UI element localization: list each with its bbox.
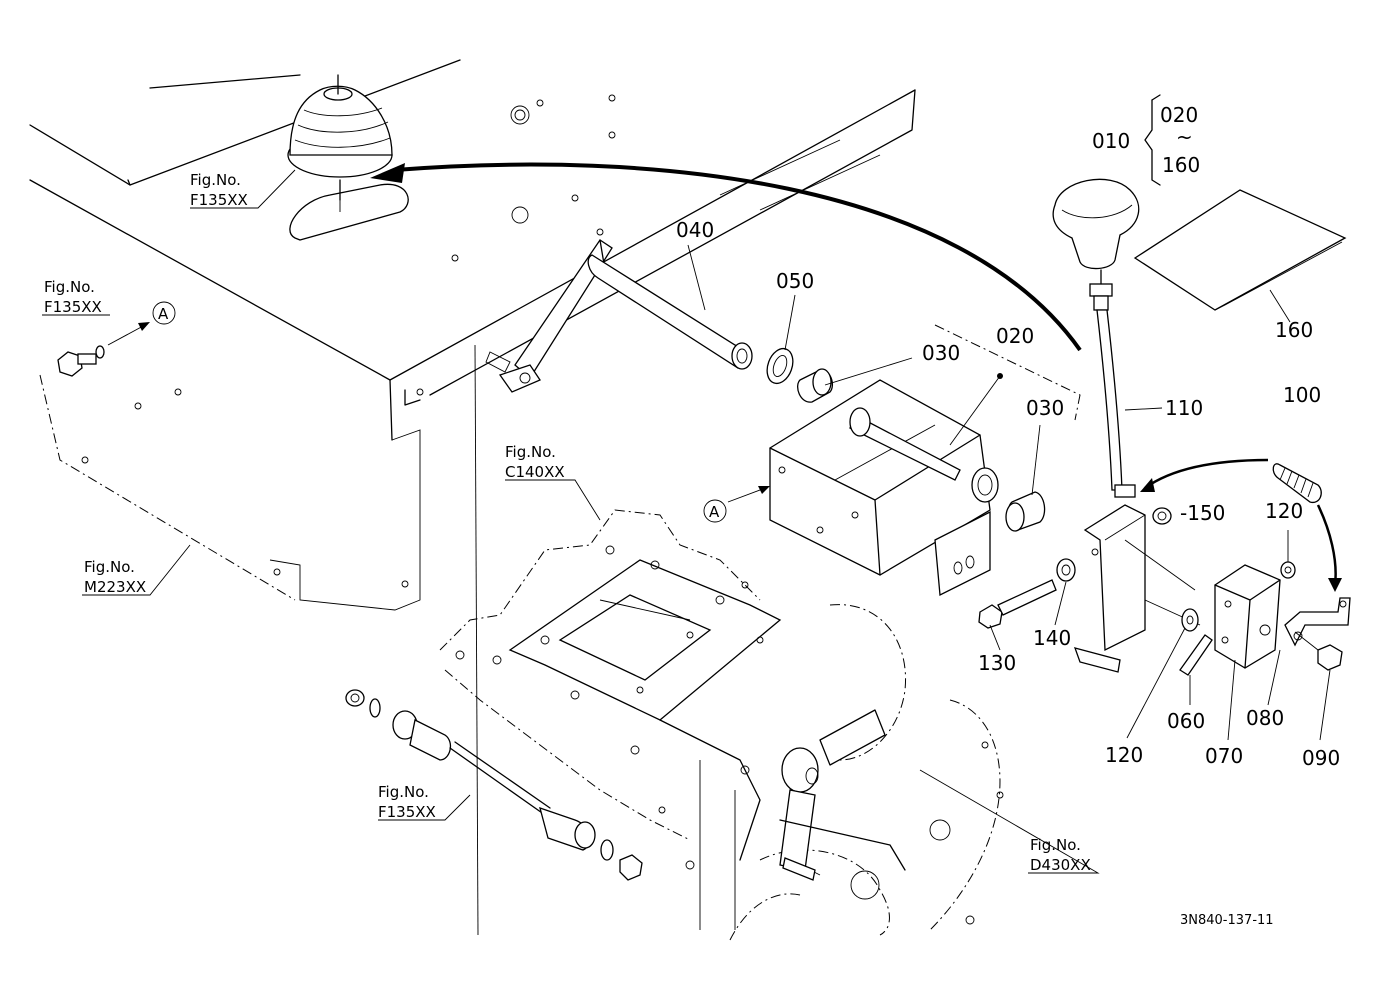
part-040-shaft-arm <box>485 239 753 393</box>
part-050-ring <box>766 347 794 385</box>
part-labels: 010 020 ~ 160 020 030 030 040 050 060 07… <box>676 103 1340 770</box>
label-100: 100 <box>1283 383 1321 407</box>
part-110-lever <box>1073 309 1201 673</box>
label-130: 130 <box>978 651 1016 675</box>
label-tilde: ~ <box>1176 125 1193 149</box>
label-140: 140 <box>1033 626 1071 650</box>
part-090-bolt <box>1294 631 1343 671</box>
label-120-bottom: 120 <box>1105 743 1143 767</box>
ref-bolt-fig: Fig.No. <box>44 278 95 296</box>
marker-a-left-text: A <box>158 305 169 323</box>
label-080: 080 <box>1246 706 1284 730</box>
ref-shaft-code: D430XX <box>1030 856 1091 874</box>
part-080-plate <box>1284 597 1351 647</box>
part-100-spring <box>1140 458 1342 592</box>
ref-panel-fig: Fig.No. <box>84 558 135 576</box>
label-020: 020 <box>996 324 1034 348</box>
part-030-bushing-b <box>1005 491 1046 532</box>
ref-boot-code: F135XX <box>190 191 248 209</box>
ref-bolt-code: F135XX <box>44 298 102 316</box>
ref-cable-code: F135XX <box>378 803 436 821</box>
part-150-nut <box>1152 507 1172 525</box>
label-040: 040 <box>676 218 714 242</box>
ref-panel-code: M223XX <box>84 578 146 596</box>
part-knob <box>1052 178 1140 311</box>
ref-boot-fig: Fig.No. <box>190 171 241 189</box>
marker-a-bracket-text: A <box>709 503 720 521</box>
label-110: 110 <box>1165 396 1203 420</box>
boot-arrow <box>370 162 1082 352</box>
label-090: 090 <box>1302 746 1340 770</box>
part-070-block <box>1214 564 1281 669</box>
transmission-frame <box>439 344 1004 941</box>
part-140-washer <box>1056 558 1076 582</box>
label-010: 010 <box>1092 129 1130 153</box>
shift-cable <box>345 689 643 881</box>
bolt-left <box>57 301 176 377</box>
lever-boot <box>287 74 393 201</box>
label-160-brace: 160 <box>1162 153 1200 177</box>
ref-frame-code: C140XX <box>505 463 565 481</box>
part-160-manual <box>1133 189 1347 311</box>
label-070: 070 <box>1205 744 1243 768</box>
a-markers: A A <box>158 305 720 521</box>
label-120-top: 120 <box>1265 499 1303 523</box>
drawing-code: 3N840-137-11 <box>1180 913 1274 928</box>
leader-lines <box>42 169 1331 874</box>
label-020-brace: 020 <box>1160 103 1198 127</box>
part-030-bushing-a <box>797 368 834 403</box>
floor-panel <box>29 59 916 611</box>
part-120-washers <box>1181 561 1296 632</box>
part-060-pin <box>1179 634 1213 676</box>
figure-references: Fig.No. F135XX Fig.No. F135XX Fig.No. C1… <box>44 171 1091 874</box>
label-150: -150 <box>1180 501 1225 525</box>
ref-cable-fig: Fig.No. <box>378 783 429 801</box>
marker-a-bracket <box>703 486 770 523</box>
label-160: 160 <box>1275 318 1313 342</box>
label-030-top: 030 <box>922 341 960 365</box>
part-020-bracket <box>769 324 1081 597</box>
part-130-bolt <box>978 579 1057 629</box>
label-030-right: 030 <box>1026 396 1064 420</box>
group-010-brace <box>1144 94 1161 186</box>
label-060: 060 <box>1167 709 1205 733</box>
ref-frame-fig: Fig.No. <box>505 443 556 461</box>
label-050: 050 <box>776 269 814 293</box>
ref-shaft-fig: Fig.No. <box>1030 836 1081 854</box>
